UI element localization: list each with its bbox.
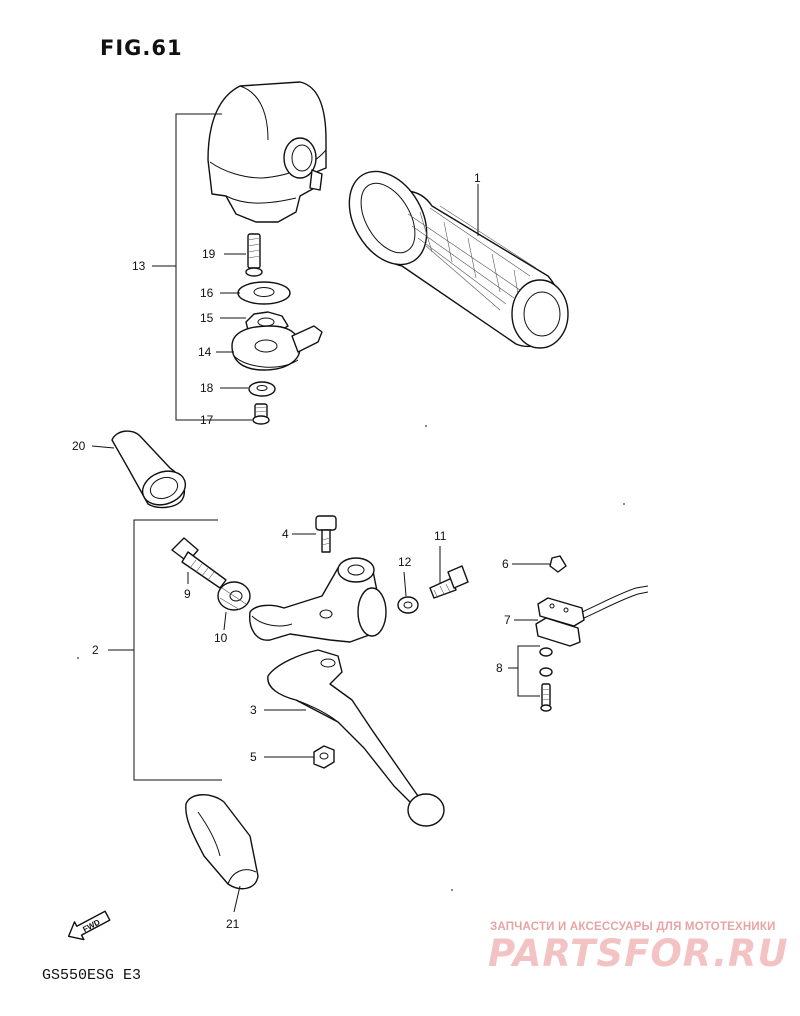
part-12-spacer <box>397 596 419 614</box>
watermark-tagline: ЗАПЧАСТИ И АКСЕССУАРЫ ДЛЯ МОТОТЕХНИКИ <box>490 921 776 933</box>
scan-specks <box>77 425 625 891</box>
callout-5: 5 <box>250 750 257 764</box>
callout-16: 16 <box>200 286 214 300</box>
part-3-clutch-lever <box>267 649 445 827</box>
part-6-clip <box>549 555 567 573</box>
part-7-clutch-switch <box>535 585 649 647</box>
part-1-throttle-grip <box>348 170 569 349</box>
part-11-bolt <box>429 565 469 599</box>
callout-14: 14 <box>198 345 212 359</box>
part-19-screw <box>245 233 263 277</box>
callout-13: 13 <box>132 259 146 273</box>
callout-21: 21 <box>226 917 240 931</box>
figure-title: FIG.61 <box>100 36 183 60</box>
part-17-short-screw <box>252 403 270 425</box>
bracket-8 <box>508 645 540 697</box>
callout-7: 7 <box>504 613 511 627</box>
part-8-screw-set <box>539 647 553 712</box>
part-14-switch-body <box>231 325 323 371</box>
callout-18: 18 <box>200 381 214 395</box>
part-21-lever-cover <box>185 794 259 890</box>
part-16-washer <box>237 281 291 305</box>
model-code: GS550ESG E3 <box>42 967 142 984</box>
bracket-2 <box>108 519 222 781</box>
callout-4: 4 <box>282 527 289 541</box>
callout-11: 11 <box>434 529 447 543</box>
callout-19: 19 <box>202 247 216 261</box>
callout-20: 20 <box>72 439 86 453</box>
part-20-boot <box>111 430 187 509</box>
part-5-nut <box>313 745 335 769</box>
callout-17: 17 <box>200 413 214 427</box>
part-10-lock-nut <box>217 581 251 611</box>
callout-10: 10 <box>214 631 228 645</box>
callout-1: 1 <box>474 171 481 185</box>
callout-3: 3 <box>250 703 257 717</box>
fwd-arrow: FWD <box>67 910 111 941</box>
part-18-small-washer <box>248 381 276 397</box>
part-9-adjuster-bolt <box>171 537 227 589</box>
callout-15: 15 <box>200 311 214 325</box>
callout-9: 9 <box>184 587 191 601</box>
leader-lines <box>91 184 550 913</box>
callout-6: 6 <box>502 557 509 571</box>
callout-12: 12 <box>398 555 412 569</box>
bracket-13 <box>152 113 246 421</box>
watermark-logo: PARTSFOR.RU <box>488 932 789 975</box>
callout-labels: 1 2 3 4 5 6 7 8 9 10 11 12 13 14 15 16 1… <box>72 171 511 931</box>
callout-8: 8 <box>496 661 503 675</box>
part-13-switch-housing <box>207 81 327 223</box>
lever-holder <box>249 557 387 643</box>
callout-2: 2 <box>92 643 99 657</box>
part-4-pivot-bolt <box>315 515 337 553</box>
